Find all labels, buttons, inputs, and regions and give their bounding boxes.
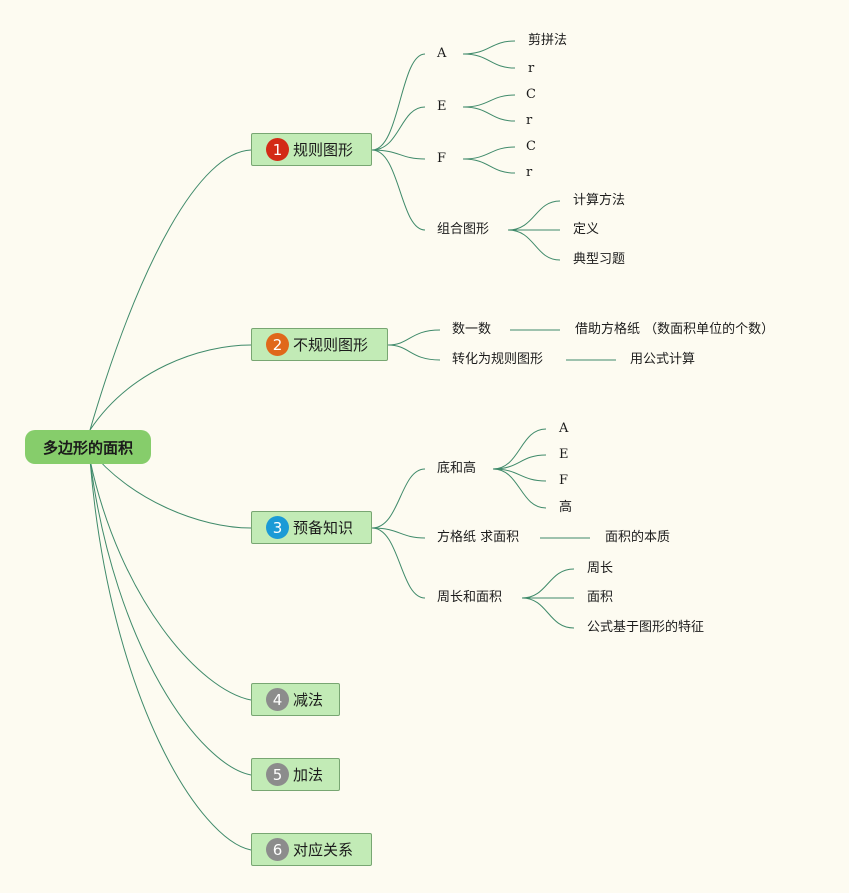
branch-label: 规则图形 — [293, 141, 354, 159]
topic-f[interactable]: F — [437, 151, 447, 166]
leaf-area[interactable]: 面积 — [587, 590, 614, 605]
number-badge: 1 — [266, 138, 289, 161]
leaf-a[interactable]: A — [559, 421, 569, 436]
leaf-r[interactable]: r — [526, 165, 533, 180]
topic-composite-shapes[interactable]: 组合图形 — [437, 222, 490, 237]
number-badge: 5 — [266, 763, 289, 786]
branch-correspondence[interactable]: 6 对应关系 — [251, 833, 372, 866]
topic-a[interactable]: A — [437, 46, 447, 61]
branch-label: 预备知识 — [293, 519, 354, 537]
leaf-grid-paper-count[interactable]: 借助方格纸 （数面积单位的个数） — [575, 322, 775, 337]
leaf-height[interactable]: 高 — [559, 500, 573, 515]
topic-base-height[interactable]: 底和高 — [437, 461, 477, 476]
branch-label: 不规则图形 — [293, 336, 369, 354]
leaf-cut-paste[interactable]: 剪拼法 — [528, 33, 568, 48]
leaf-perimeter[interactable]: 周长 — [587, 561, 614, 576]
leaf-c[interactable]: C — [526, 139, 536, 154]
leaf-typical-exercises[interactable]: 典型习题 — [573, 252, 626, 267]
leaf-formula-features[interactable]: 公式基于图形的特征 — [587, 620, 705, 635]
leaf-definition[interactable]: 定义 — [573, 222, 600, 237]
branch-prerequisites[interactable]: 3 预备知识 — [251, 511, 372, 544]
number-badge: 4 — [266, 688, 289, 711]
leaf-use-formula[interactable]: 用公式计算 — [630, 352, 696, 367]
branch-label: 加法 — [293, 766, 324, 784]
leaf-f[interactable]: F — [559, 473, 569, 488]
branch-addition[interactable]: 5 加法 — [251, 758, 340, 791]
leaf-nature-of-area[interactable]: 面积的本质 — [605, 530, 671, 545]
leaf-calculation-method[interactable]: 计算方法 — [573, 193, 626, 208]
topic-perimeter-area[interactable]: 周长和面积 — [437, 590, 503, 605]
number-badge: 3 — [266, 516, 289, 539]
number-badge: 6 — [266, 838, 289, 861]
leaf-r[interactable]: r — [528, 61, 535, 76]
branch-irregular-shapes[interactable]: 2 不规则图形 — [251, 328, 388, 361]
topic-convert-to-regular[interactable]: 转化为规则图形 — [452, 352, 544, 367]
number-badge: 2 — [266, 333, 289, 356]
branch-label: 减法 — [293, 691, 324, 709]
leaf-c[interactable]: C — [526, 87, 536, 102]
topic-count[interactable]: 数一数 — [452, 322, 492, 337]
topic-grid-area[interactable]: 方格纸 求面积 — [437, 530, 520, 545]
root-topic[interactable]: 多边形的面积 — [25, 430, 151, 464]
topic-e[interactable]: E — [437, 99, 447, 114]
branch-label: 对应关系 — [293, 841, 354, 859]
leaf-r[interactable]: r — [526, 113, 533, 128]
branch-subtraction[interactable]: 4 减法 — [251, 683, 340, 716]
branch-regular-shapes[interactable]: 1 规则图形 — [251, 133, 372, 166]
leaf-e[interactable]: E — [559, 447, 569, 462]
